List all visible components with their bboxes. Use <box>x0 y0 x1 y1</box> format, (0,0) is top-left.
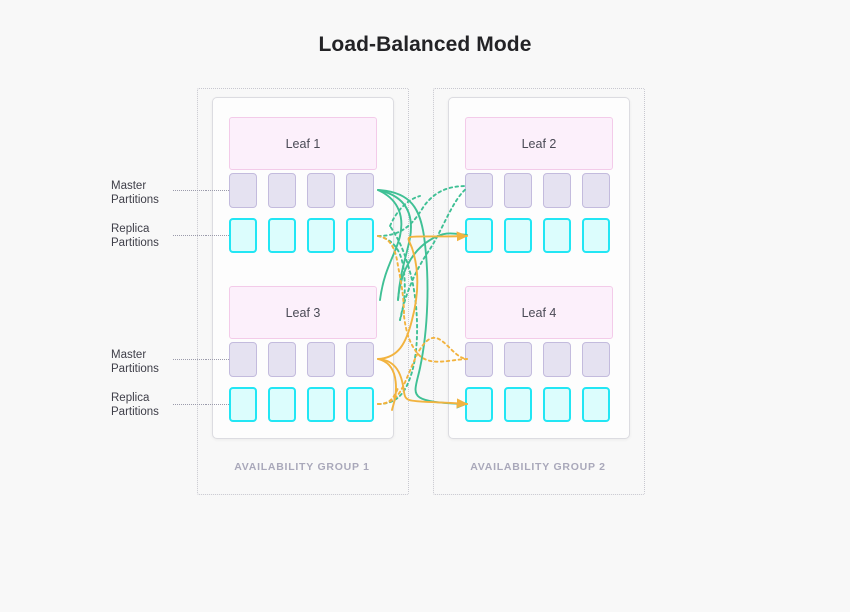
leaf-label-2: Leaf 2 <box>521 136 557 151</box>
leader-extension-master-top <box>173 190 206 191</box>
replica-partition-leaf3-3[interactable] <box>307 387 335 422</box>
master-partition-leaf3-1[interactable] <box>229 342 257 377</box>
master-partition-leaf3-3[interactable] <box>307 342 335 377</box>
master-partition-leaf3-2[interactable] <box>268 342 296 377</box>
master-partition-leaf2-4[interactable] <box>582 173 610 208</box>
leaf-box-3[interactable]: Leaf 3 <box>229 286 377 339</box>
label-master-partitions-top: Master Partitions <box>111 180 197 207</box>
master-partition-leaf1-4[interactable] <box>346 173 374 208</box>
label-line-1: Replica <box>111 392 150 404</box>
master-partition-leaf4-1[interactable] <box>465 342 493 377</box>
replica-partition-leaf2-1[interactable] <box>465 218 493 253</box>
leaf-label-3: Leaf 3 <box>285 305 321 320</box>
replica-partition-leaf3-2[interactable] <box>268 387 296 422</box>
replica-partition-leaf2-3[interactable] <box>543 218 571 253</box>
master-partition-leaf4-3[interactable] <box>543 342 571 377</box>
master-partition-leaf2-3[interactable] <box>543 173 571 208</box>
replica-partition-leaf3-4[interactable] <box>346 387 374 422</box>
label-line-1: Master <box>111 180 147 192</box>
leader-extension-replica-bottom <box>173 404 206 405</box>
leaf-box-4[interactable]: Leaf 4 <box>465 286 613 339</box>
availability-group-1-caption: AVAILABILITY GROUP 1 <box>234 461 370 473</box>
master-partition-leaf1-1[interactable] <box>229 173 257 208</box>
page-title: Load-Balanced Mode <box>318 33 532 56</box>
master-partition-leaf2-2[interactable] <box>504 173 532 208</box>
replica-partition-leaf1-4[interactable] <box>346 218 374 253</box>
replica-partition-leaf1-3[interactable] <box>307 218 335 253</box>
label-line-2: Partitions <box>111 193 159 206</box>
replica-partition-leaf4-4[interactable] <box>582 387 610 422</box>
leaf-label-1: Leaf 1 <box>285 136 321 151</box>
label-line-2: Partitions <box>111 236 159 249</box>
label-replica-partitions-bottom: Replica Partitions <box>111 392 197 419</box>
master-partition-leaf3-4[interactable] <box>346 342 374 377</box>
replica-partition-leaf1-1[interactable] <box>229 218 257 253</box>
master-partition-leaf2-1[interactable] <box>465 173 493 208</box>
master-partition-leaf1-3[interactable] <box>307 173 335 208</box>
availability-group-2-caption: AVAILABILITY GROUP 2 <box>470 461 606 473</box>
replica-partition-leaf4-3[interactable] <box>543 387 571 422</box>
leader-line-replica-bottom <box>206 404 229 405</box>
leaf-box-2[interactable]: Leaf 2 <box>465 117 613 170</box>
leader-line-master-top <box>206 190 229 191</box>
replica-partition-leaf4-1[interactable] <box>465 387 493 422</box>
leaf-label-4: Leaf 4 <box>521 305 557 320</box>
label-line-1: Replica <box>111 223 150 235</box>
replica-partition-leaf2-2[interactable] <box>504 218 532 253</box>
replica-partition-leaf2-4[interactable] <box>582 218 610 253</box>
label-replica-partitions-top: Replica Partitions <box>111 223 197 250</box>
leader-line-master-bottom <box>206 359 229 360</box>
label-line-1: Master <box>111 349 147 361</box>
label-line-2: Partitions <box>111 405 159 418</box>
master-partition-leaf4-2[interactable] <box>504 342 532 377</box>
replica-partition-leaf1-2[interactable] <box>268 218 296 253</box>
master-partition-leaf4-4[interactable] <box>582 342 610 377</box>
leaf-box-1[interactable]: Leaf 1 <box>229 117 377 170</box>
replica-partition-leaf4-2[interactable] <box>504 387 532 422</box>
label-master-partitions-bottom: Master Partitions <box>111 349 197 376</box>
master-partition-leaf1-2[interactable] <box>268 173 296 208</box>
leader-extension-master-bottom <box>173 359 206 360</box>
leader-extension-replica-top <box>173 235 206 236</box>
replica-partition-leaf3-1[interactable] <box>229 387 257 422</box>
label-line-2: Partitions <box>111 362 159 375</box>
leader-line-replica-top <box>206 235 229 236</box>
